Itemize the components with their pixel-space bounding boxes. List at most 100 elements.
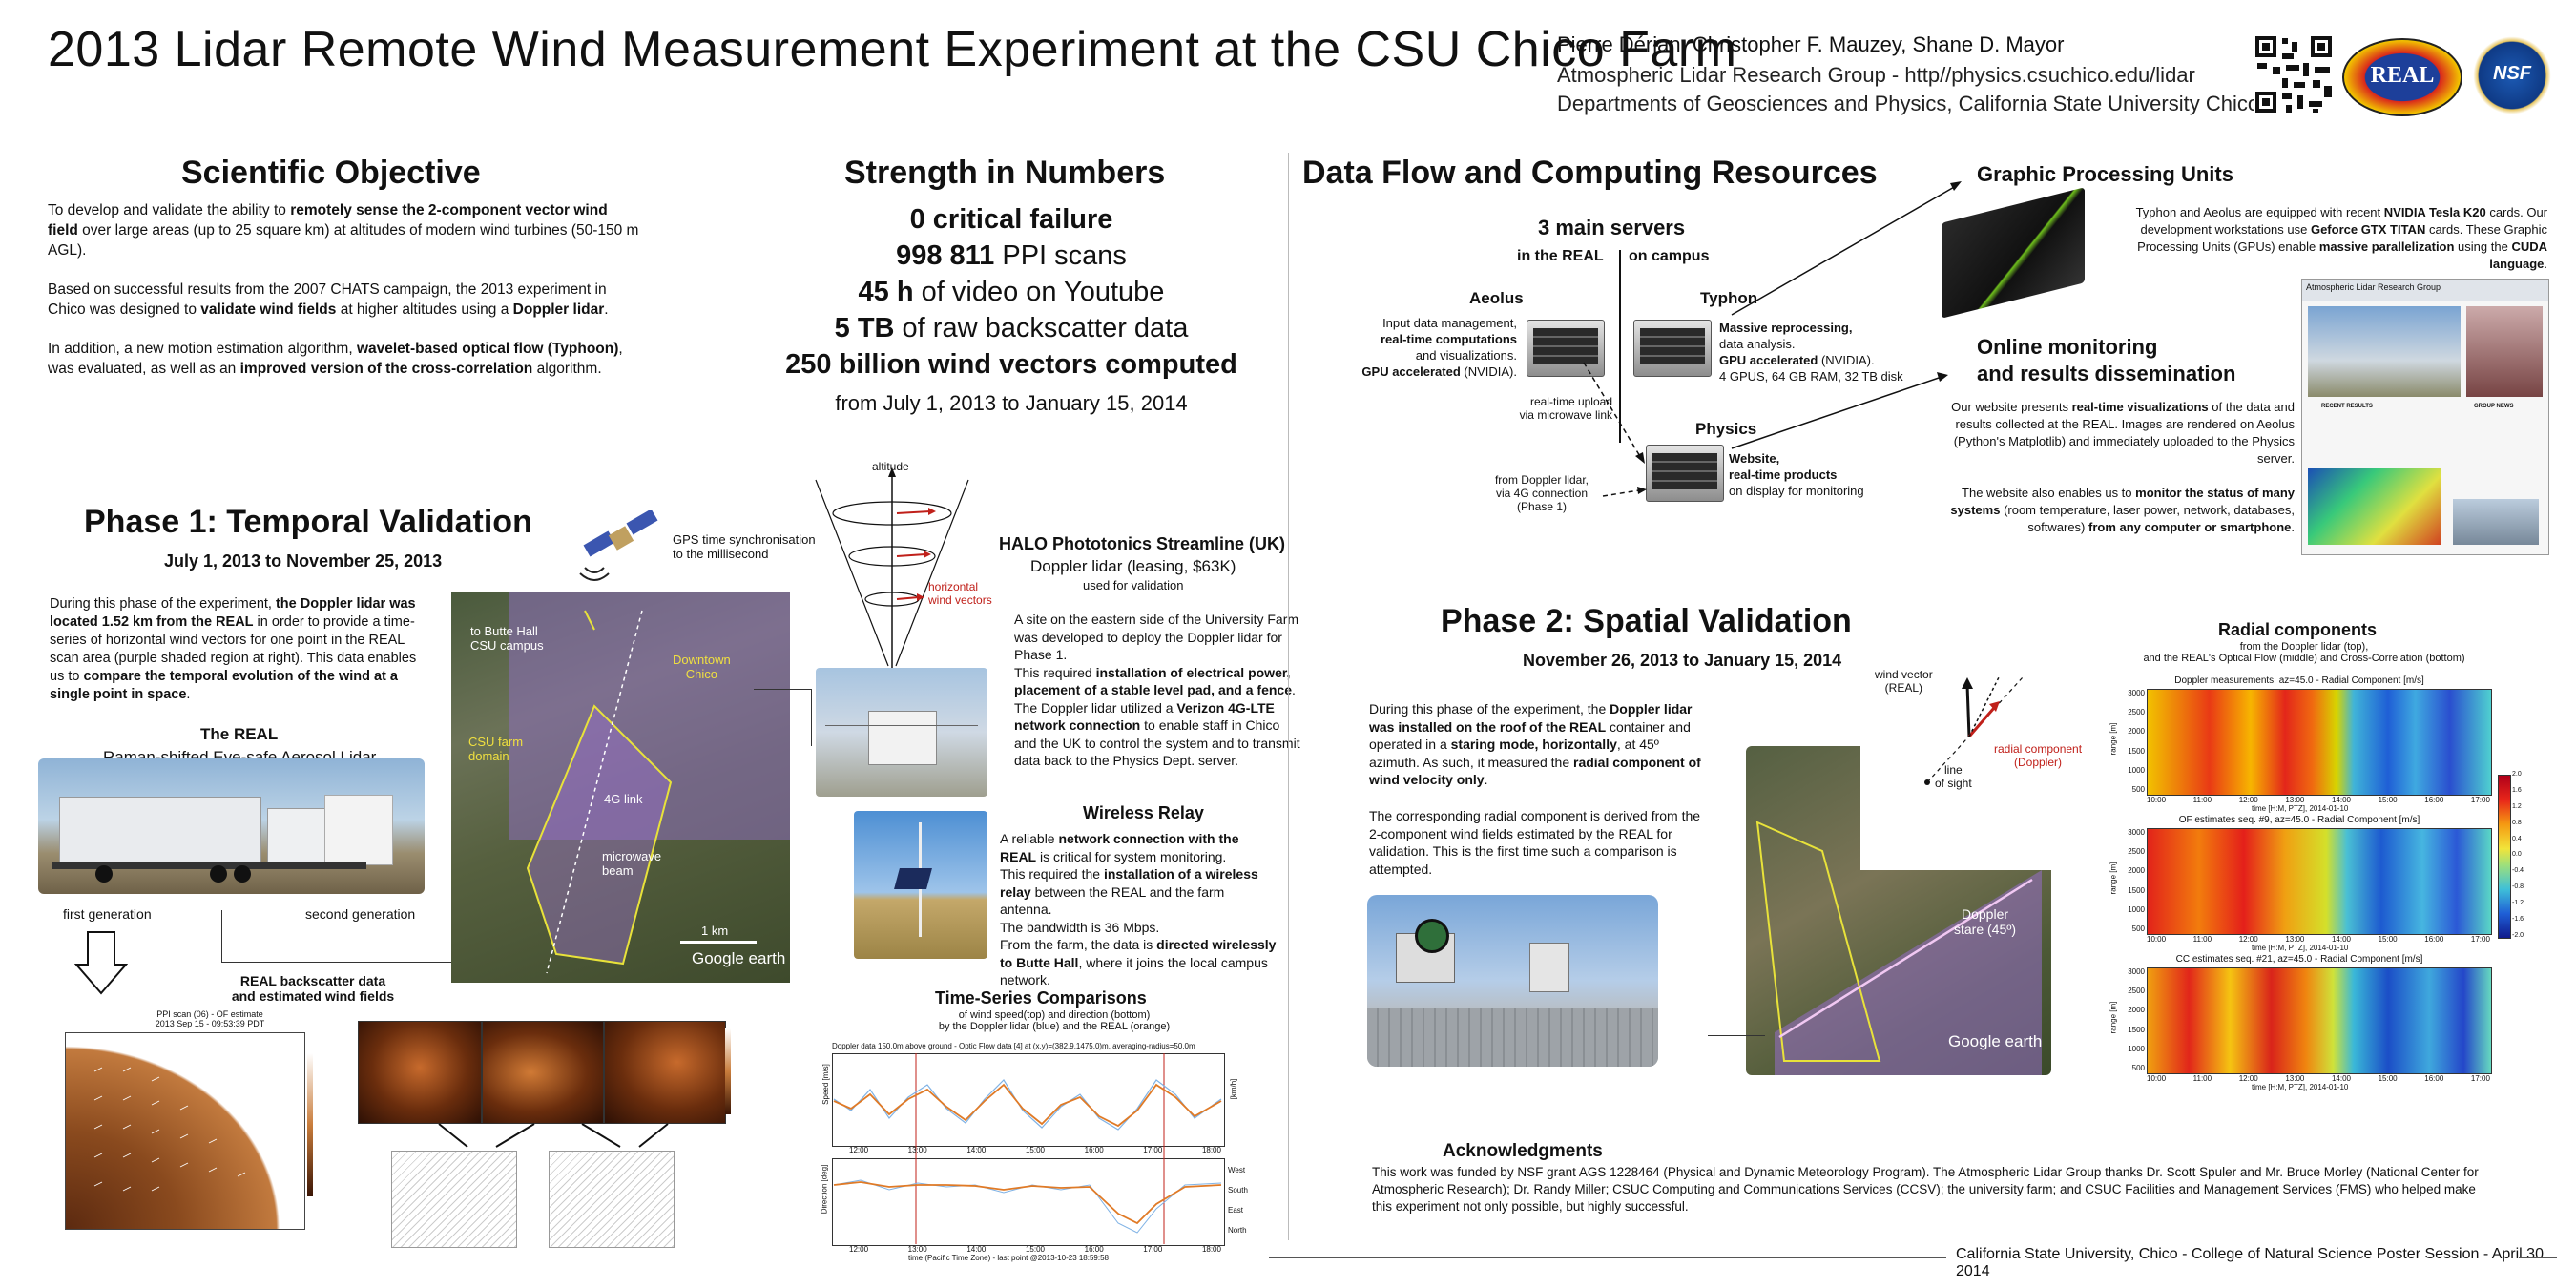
online-text-1: Our website presents real-time visualiza…	[1951, 400, 2295, 466]
down-arrow-icon	[74, 931, 128, 995]
website-screenshot: Atmospheric Lidar Research Group RECENT …	[2301, 279, 2549, 555]
radial-plot-optical-flow	[2147, 828, 2492, 935]
online-text-2: The website also enables us to monitor t…	[1950, 486, 2295, 534]
dataflow-title: Data Flow and Computing Resources	[1302, 155, 1878, 191]
servers-title: 3 main servers	[1538, 216, 1686, 239]
qr-code-icon	[2254, 34, 2334, 114]
satellite-icon	[579, 510, 658, 581]
halo-text: A site on the eastern side of the Univer…	[1014, 612, 1300, 768]
map-scale-label: 1 km	[701, 924, 729, 938]
relay-text: A reliable network connection with the R…	[1000, 831, 1277, 987]
phase2-google-label: Google earth	[1948, 1032, 2043, 1050]
wind-field-2	[549, 1151, 675, 1248]
phase2-text-1: During this phase of the experiment, the…	[1369, 701, 1701, 787]
halo-lidar-photo	[816, 668, 987, 797]
footer-text: California State University, Chico - Col…	[1956, 1246, 2544, 1279]
in-real-label: in the REAL	[1517, 248, 1604, 264]
radial-plot-cross-correlation	[2147, 967, 2492, 1074]
real-logo-text: REAL	[2370, 63, 2435, 88]
radial-plot-doppler	[2147, 689, 2492, 796]
acknowledgments-text: This work was funded by NSF grant AGS 12…	[1372, 1165, 2479, 1214]
map-4g-label: 4G link	[604, 792, 643, 806]
real-roof-photo	[1367, 895, 1658, 1067]
numbers-line-1: 0 critical failure	[909, 204, 1113, 235]
physics-server-icon	[1646, 445, 1724, 502]
lidar-cone-diagram	[815, 467, 969, 675]
phase1-dates: July 1, 2013 to November 25, 2013	[164, 551, 443, 571]
radial-colorbar	[2498, 775, 2511, 939]
on-campus-label: on campus	[1629, 248, 1710, 264]
numbers-title: Strength in Numbers	[844, 155, 1166, 191]
numbers-period: from July 1, 2013 to January 15, 2014	[835, 391, 1188, 415]
wind-field-1	[391, 1151, 517, 1248]
phase1-text: During this phase of the experiment, the…	[50, 596, 417, 702]
numbers-line-3: 45 h of video on Youtube	[858, 277, 1165, 307]
gpu-text: Typhon and Aeolus are equipped with rece…	[2135, 205, 2547, 271]
wireless-relay-photo	[854, 811, 987, 959]
typhon-server-icon	[1633, 320, 1712, 377]
aeolus-server-icon	[1527, 320, 1605, 377]
aeolus-description: Input data management,real-time computat…	[1361, 316, 1517, 379]
map-google-label: Google earth	[692, 949, 786, 967]
aeolus-title: Aeolus	[1469, 289, 1524, 307]
numbers-line-5: 250 billion wind vectors computed	[785, 349, 1237, 380]
phase2-text-2: The corresponding radial component is de…	[1369, 808, 1701, 877]
numbers-line-4: 5 TB of raw backscatter data	[834, 313, 1189, 343]
vector-diagram	[1924, 675, 2024, 785]
timeseries-subtitle: of wind speed(top) and direction (bottom…	[938, 1009, 1171, 1032]
objective-title: Scientific Objective	[181, 155, 481, 191]
altitude-label: altitude	[872, 460, 909, 473]
typhon-description: Massive reprocessing,data analysis.GPU a…	[1719, 321, 1903, 384]
acknowledgments-title: Acknowledgments	[1443, 1141, 1603, 1161]
affiliation-departments: Departments of Geosciences and Physics, …	[1557, 92, 2260, 115]
authors: Pierre Dérian, Christopher F. Mauzey, Sh…	[1557, 32, 2065, 56]
halo-title: HALO Phototonics Streamline (UK)	[999, 534, 1286, 553]
relay-title: Wireless Relay	[1083, 803, 1204, 822]
dataflow-arrows	[1583, 181, 1962, 497]
halo-subtitle: Doppler lidar (leasing, $63K)	[1030, 557, 1236, 575]
objective-text: To develop and validate the ability to r…	[48, 202, 639, 377]
backscatter-image-1	[358, 1021, 482, 1124]
nsf-logo-text: NSF	[2493, 63, 2531, 84]
phase1-title: Phase 1: Temporal Validation	[84, 504, 532, 540]
numbers-line-2: 998 811 PPI scans	[896, 240, 1127, 271]
wind-vector-label: wind vector(REAL)	[1875, 668, 1933, 695]
affiliation-group: Atmospheric Lidar Research Group - http/…	[1557, 63, 2195, 87]
second-generation-label: second generation	[305, 906, 416, 922]
timeseries-plot: Doppler data 150.0m above ground - Optic…	[820, 1042, 1248, 1262]
timeseries-title: Time-Series Comparisons	[935, 988, 1147, 1008]
phase2-dates: November 26, 2013 to January 15, 2014	[1523, 651, 1842, 670]
real-truck-photo	[38, 758, 425, 894]
typhon-title: Typhon	[1700, 289, 1758, 307]
radial-component-label: radial component(Doppler)	[1994, 742, 2083, 769]
backscatter-image-3	[604, 1021, 726, 1124]
backscatter-image-2	[482, 1021, 604, 1124]
poster-title: 2013 Lidar Remote Wind Measurement Exper…	[48, 22, 1737, 77]
radial-subtitle: from the Doppler lidar (top),and the REA…	[2143, 641, 2465, 664]
nsf-logo: NSF	[2473, 36, 2551, 114]
real-logo: REAL	[2342, 38, 2462, 116]
halo-subtitle-2: used for validation	[1083, 578, 1184, 592]
doppler-feed-label: from Doppler lidar,via 4G connection(Pha…	[1494, 473, 1589, 513]
physics-title: Physics	[1695, 420, 1757, 438]
first-generation-label: first generation	[63, 906, 152, 922]
real-title: The REAL	[200, 725, 279, 743]
backscatter-arrows	[438, 1123, 669, 1148]
phase2-title: Phase 2: Spatial Validation	[1441, 603, 1852, 639]
gpu-title: Graphic Processing Units	[1977, 162, 2233, 186]
radial-title: Radial components	[2218, 620, 2378, 639]
radial-plots: Doppler measurements, az=45.0 - Radial C…	[2109, 675, 2524, 1091]
